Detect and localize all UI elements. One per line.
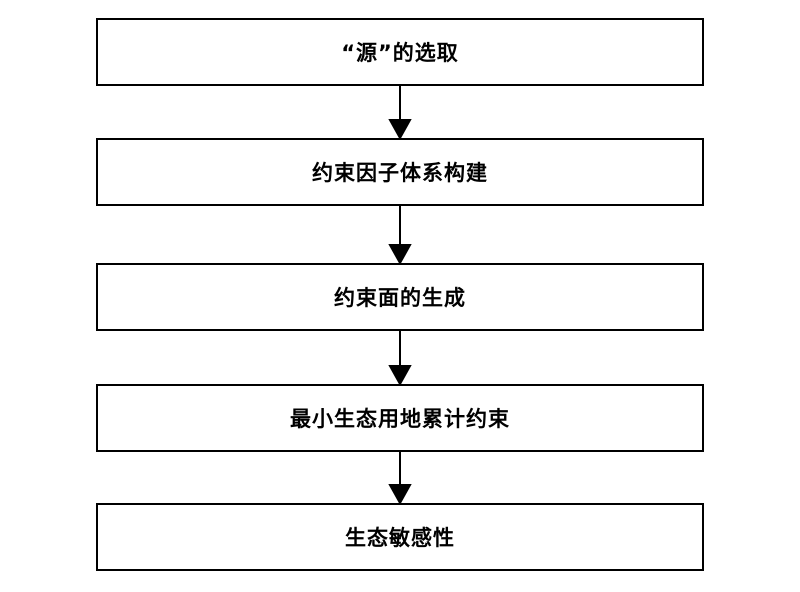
arrow-down-icon — [388, 484, 412, 506]
flow-step-factor-system: 约束因子体系构建 — [96, 138, 704, 206]
flow-step-label: “源”的选取 — [341, 41, 459, 65]
flow-step-constraint-surface: 约束面的生成 — [96, 263, 704, 331]
flow-step-label: 约束面的生成 — [334, 286, 466, 310]
flow-step-label: 最小生态用地累计约束 — [290, 407, 510, 431]
flow-step-label: 生态敏感性 — [345, 526, 455, 550]
flow-step-source-selection: “源”的选取 — [96, 18, 704, 86]
flow-step-label: 约束因子体系构建 — [312, 161, 488, 185]
flow-step-cumulative-constraint: 最小生态用地累计约束 — [96, 384, 704, 452]
arrow-down-icon — [388, 244, 412, 266]
arrow-down-icon — [388, 119, 412, 141]
arrow-down-icon — [388, 365, 412, 387]
